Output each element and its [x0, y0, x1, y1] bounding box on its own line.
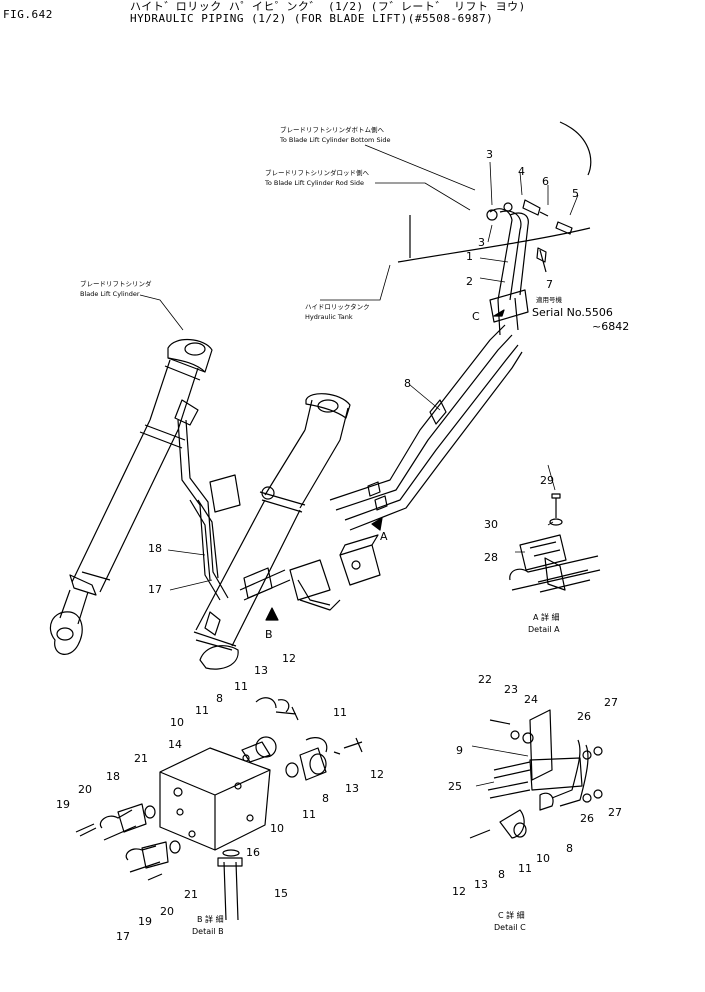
part-number: 11: [234, 680, 248, 693]
part-number: 16: [246, 846, 260, 859]
part-number: 15: [274, 887, 288, 900]
detail-c-bracket: [469, 709, 603, 839]
detail-a-jp: A 詳 細: [533, 612, 560, 622]
view-marker-c: C: [472, 310, 480, 323]
part-number: 13: [474, 878, 488, 891]
callout-tank-jp: ハイドロリックタンク: [305, 302, 370, 311]
part-number: 12: [452, 885, 466, 898]
callout-bottom-en: To Blade Lift Cylinder Bottom Side: [279, 136, 391, 144]
part-number: 11: [333, 706, 347, 719]
part-number: 25: [448, 780, 462, 793]
callout-rod-en: To Blade Lift Cylinder Rod Side: [264, 179, 364, 187]
view-marker-b: B: [265, 628, 273, 641]
part-number: 3: [478, 236, 485, 249]
cylinder-hoses-17-18: [177, 419, 291, 601]
view-arrow-c: [493, 309, 505, 317]
part-number: 13: [345, 782, 359, 795]
part-number: 11: [195, 704, 209, 717]
part-number: 5: [572, 187, 579, 200]
detail-a-clamp: [509, 493, 601, 593]
part-number: 12: [282, 652, 296, 665]
part-number: 14: [168, 738, 182, 751]
main-hose-run: [329, 324, 523, 531]
part-number: 8: [498, 868, 505, 881]
center-valve-block: [289, 534, 381, 611]
title-english: HYDRAULIC PIPING (1/2) (FOR BLADE LIFT)(…: [130, 12, 494, 25]
detail-b-jp: B 詳 細: [197, 914, 224, 924]
part-number: 2: [466, 275, 473, 288]
part-number: 10: [170, 716, 184, 729]
part-number: 20: [78, 783, 92, 796]
detail-c-en: Detail C: [494, 923, 526, 932]
view-arrow-b: [265, 607, 279, 621]
left-blade-lift-cylinder: [49, 339, 213, 655]
part-number: 1: [466, 250, 473, 263]
part-number: 4: [518, 165, 525, 178]
part-number: 10: [536, 852, 550, 865]
part-number: 28: [484, 551, 498, 564]
part-number: 26: [580, 812, 594, 825]
view-arrow-a: [371, 517, 383, 531]
part-number: 26: [577, 710, 591, 723]
part-number: 30: [484, 518, 498, 531]
part-number: 21: [134, 752, 148, 765]
part-number: 13: [254, 664, 268, 677]
hydraulic-tank-outline: [559, 121, 592, 176]
serial-en: Serial No.5506: [532, 306, 613, 319]
title-japanese: ハイト゛ロリック ハ゜イヒ゜ンク゛ (1/2) (フ゛レート゛ リフト ヨウ): [130, 0, 526, 13]
part-number: 22: [478, 673, 492, 686]
callout-cylinder-en: Blade Lift Cylinder: [80, 290, 140, 298]
view-marker-a: A: [380, 530, 388, 543]
tank-return-pipes: [486, 199, 573, 336]
part-number: 27: [604, 696, 618, 709]
part-number: 29: [540, 474, 554, 487]
leader-lines: [139, 144, 579, 787]
part-number: 8: [404, 377, 411, 390]
detail-c-jp: C 詳 細: [498, 910, 525, 920]
part-number: 21: [184, 888, 198, 901]
part-number: 3: [486, 148, 493, 161]
part-number: 19: [56, 798, 70, 811]
serial-jp: 適用号機: [536, 295, 563, 304]
part-number: 10: [270, 822, 284, 835]
part-number: 18: [148, 542, 162, 555]
part-number: 17: [148, 583, 162, 596]
callout-bottom-jp: ブレードリフトシリンダボトム側へ: [280, 125, 385, 134]
detail-b-en: Detail B: [192, 927, 224, 936]
part-number: 11: [518, 862, 532, 875]
part-number: 8: [566, 842, 573, 855]
part-number: 17: [116, 930, 130, 943]
part-number: 11: [302, 808, 316, 821]
part-number: 19: [138, 915, 152, 928]
part-number: 18: [106, 770, 120, 783]
part-number: 27: [608, 806, 622, 819]
part-number: 7: [546, 278, 553, 291]
part-number: 8: [216, 692, 223, 705]
part-number: 23: [504, 683, 518, 696]
callout-cylinder-jp: ブレードリフトシリンダ: [80, 279, 152, 288]
serial-range: ~6842: [592, 320, 629, 333]
part-number: 24: [524, 693, 538, 706]
callout-rod-jp: ブレードリフトシリンダロッド側へ: [265, 168, 370, 177]
part-number: 12: [370, 768, 384, 781]
detail-a-en: Detail A: [528, 625, 560, 634]
part-number: 6: [542, 175, 549, 188]
part-number: 20: [160, 905, 174, 918]
callout-tank-en: Hydraulic Tank: [305, 313, 353, 321]
part-number: 9: [456, 744, 463, 757]
detail-b-block: [75, 697, 363, 921]
part-number: 8: [322, 792, 329, 805]
figure-number: FIG.642: [3, 8, 53, 21]
right-blade-lift-cylinder: [193, 393, 351, 670]
